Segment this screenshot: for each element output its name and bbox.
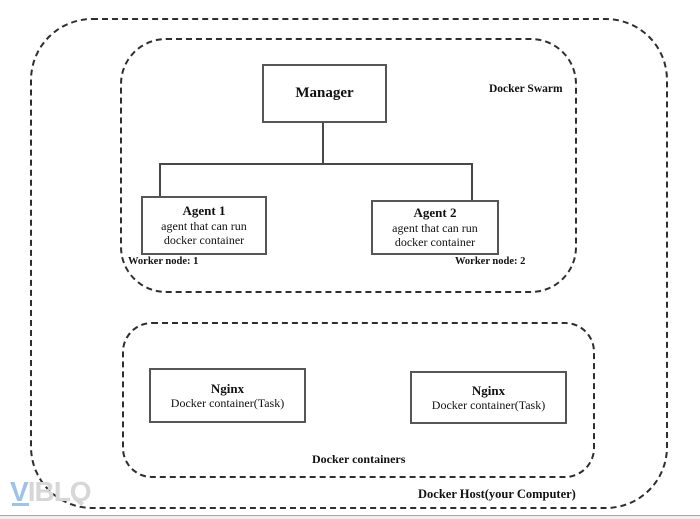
agent1-node: Agent 1 agent that can run docker contai… (141, 196, 267, 255)
manager-title: Manager (295, 85, 354, 102)
docker-swarm-label: Docker Swarm (489, 83, 563, 95)
nginx1-title: Nginx (210, 380, 245, 396)
connector-to-agent2 (471, 163, 473, 201)
agent2-title: Agent 2 (413, 205, 457, 221)
docker-swarm-boundary (120, 38, 577, 293)
connector-horizontal (159, 163, 473, 165)
viblo-logo-underline (12, 503, 29, 506)
nginx2-subtitle: Docker container(Task) (431, 398, 546, 413)
agent2-description-line2: docker container (394, 235, 476, 250)
docker-host-boundary (30, 18, 668, 509)
nginx-container-1: Nginx Docker container(Task) (149, 368, 306, 423)
worker-node-1-label: Worker node: 1 (128, 256, 199, 267)
docker-containers-boundary (122, 322, 595, 478)
agent1-title: Agent 1 (182, 203, 226, 219)
connector-to-agent1 (159, 163, 161, 197)
manager-node: Manager (262, 64, 387, 123)
nginx2-title: Nginx (471, 382, 506, 398)
agent2-description-line1: agent that can run (392, 220, 478, 235)
docker-host-label: Docker Host(your Computer) (418, 487, 576, 501)
agent1-description-line1: agent that can run (161, 218, 247, 233)
page-bottom-edge (0, 515, 700, 519)
connector-manager-down (322, 123, 324, 164)
viblo-logo-v: V (10, 476, 29, 507)
agent1-description-line2: docker container (163, 233, 245, 248)
nginx1-subtitle: Docker container(Task) (170, 396, 285, 411)
worker-node-2-label: Worker node: 2 (455, 256, 526, 267)
agent2-node: Agent 2 agent that can run docker contai… (371, 200, 499, 255)
nginx-container-2: Nginx Docker container(Task) (410, 371, 567, 424)
docker-containers-label: Docker containers (312, 452, 406, 466)
